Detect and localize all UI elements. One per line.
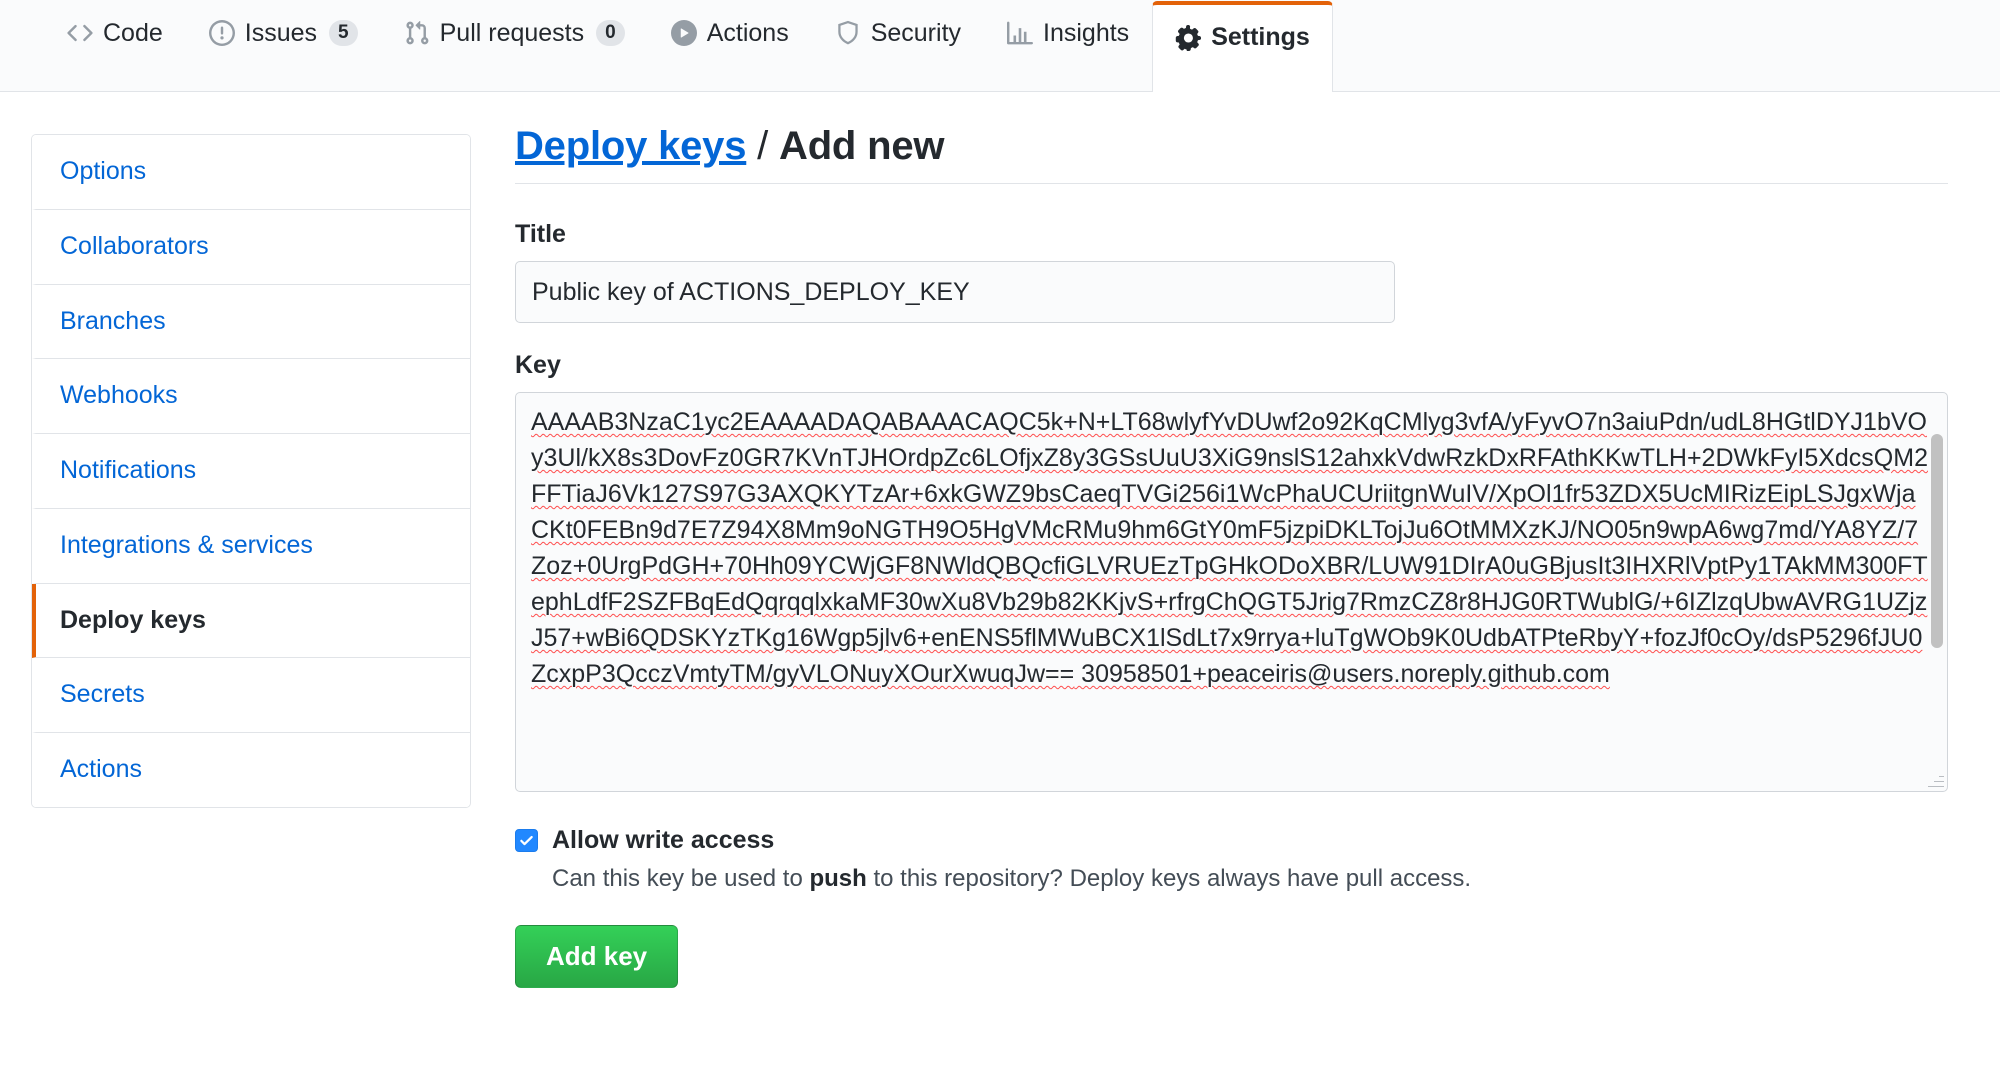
sidebar-item-actions[interactable]: Actions [32, 733, 470, 807]
graph-icon [1007, 20, 1034, 46]
sidebar-item-options[interactable]: Options [32, 135, 470, 210]
tab-code-label: Code [103, 18, 163, 47]
settings-sidebar-menu: Options Collaborators Branches Webhooks … [31, 134, 471, 808]
tab-pull-requests-label: Pull requests [439, 18, 585, 47]
help-text-prefix: Can this key be used to [552, 865, 810, 892]
main-content: Deploy keys / Add new Title Key AAAAB3Nz… [507, 124, 1956, 988]
key-textarea-scroll-thumb[interactable] [1931, 434, 1943, 648]
help-text-suffix: to this repository? Deploy keys always h… [866, 865, 1472, 892]
tab-insights-label: Insights [1043, 18, 1130, 47]
tab-issues-label: Issues [244, 18, 318, 47]
tab-settings[interactable]: Settings [1152, 1, 1333, 92]
repo-navigation-bar: Code Issues 5 Pull requests 0 Actions [0, 0, 2000, 92]
tab-issues[interactable]: Issues 5 [186, 0, 381, 91]
sidebar-item-collaborators[interactable]: Collaborators [32, 209, 470, 285]
sidebar-item-notifications[interactable]: Notifications [32, 434, 470, 509]
tab-issues-counter: 5 [329, 19, 358, 47]
title-field-label: Title [515, 220, 566, 248]
page-title-separator: / [746, 124, 780, 168]
sidebar-item-deploy-keys[interactable]: Deploy keys [32, 583, 470, 659]
gear-icon [1175, 24, 1202, 51]
allow-write-access-row[interactable]: Allow write access [515, 826, 1948, 855]
page-title-deploy-keys-link[interactable]: Deploy keys [515, 124, 747, 168]
title-input[interactable] [515, 261, 1395, 323]
sidebar-item-webhooks[interactable]: Webhooks [32, 359, 470, 434]
key-form-group: Key AAAAB3NzaC1yc2EAAAADAQABAAACAQC5k+N+… [515, 351, 1948, 792]
page-title: Deploy keys / Add new [515, 124, 1948, 184]
tab-settings-label: Settings [1211, 23, 1310, 51]
help-text-push-emphasis: push [809, 865, 867, 892]
git-pull-request-icon [404, 20, 430, 46]
tab-code[interactable]: Code [44, 0, 186, 91]
sidebar-item-branches[interactable]: Branches [32, 284, 470, 360]
key-textarea-wrapper: AAAAB3NzaC1yc2EAAAADAQABAAACAQC5k+N+LT68… [515, 392, 1948, 792]
tab-security[interactable]: Security [812, 0, 984, 91]
key-textarea-scrollbar[interactable] [1931, 434, 1943, 754]
allow-write-access-label: Allow write access [552, 826, 775, 854]
play-icon [670, 20, 697, 46]
sidebar-item-integrations-services[interactable]: Integrations & services [32, 508, 470, 584]
tab-actions-label: Actions [706, 18, 789, 47]
allow-write-access-checkbox[interactable] [515, 829, 538, 852]
page-title-current: Add new [779, 124, 945, 168]
allow-write-access-help-text: Can this key be used to push to this rep… [552, 865, 1948, 893]
sidebar-item-secrets[interactable]: Secrets [32, 658, 470, 733]
key-field-label: Key [515, 351, 561, 379]
issue-opened-icon [208, 20, 235, 46]
key-textarea[interactable] [515, 392, 1948, 792]
tab-security-label: Security [870, 18, 962, 47]
title-form-group: Title [515, 220, 1948, 323]
tab-pull-requests-counter: 0 [596, 19, 625, 47]
tab-pull-requests[interactable]: Pull requests 0 [381, 0, 648, 91]
tab-insights[interactable]: Insights [984, 0, 1152, 91]
code-icon [67, 20, 93, 46]
settings-page: Options Collaborators Branches Webhooks … [0, 92, 2000, 988]
add-key-button[interactable]: Add key [515, 925, 679, 988]
shield-icon [835, 20, 861, 46]
repo-nav-tab-list: Code Issues 5 Pull requests 0 Actions [44, 0, 1333, 92]
tab-actions[interactable]: Actions [648, 0, 812, 91]
